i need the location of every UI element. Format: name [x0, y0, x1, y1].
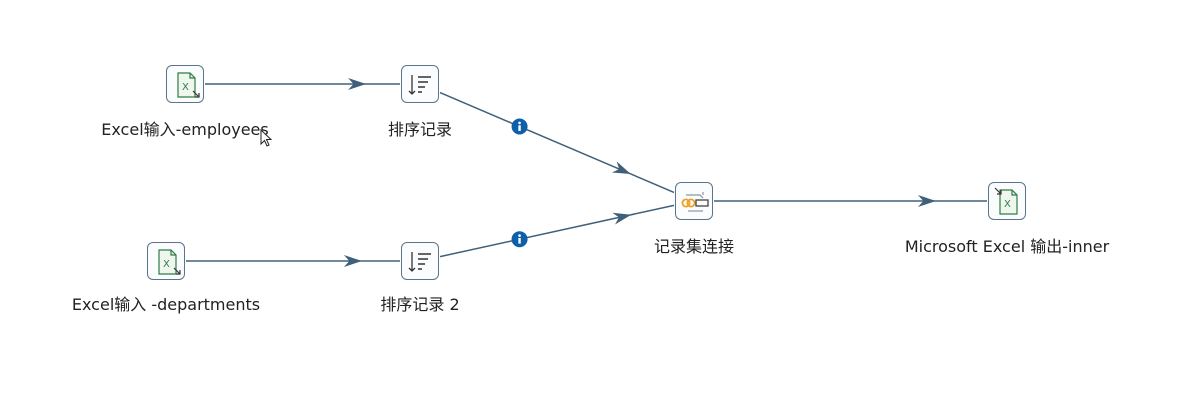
svg-text:X: X [163, 259, 170, 270]
hop-arrowhead [611, 161, 631, 175]
merge-join-glyph [681, 192, 709, 212]
excel-input-glyph: X [177, 72, 200, 98]
sort-rows-icon[interactable] [401, 65, 439, 103]
sort-rows-glyph [408, 75, 431, 95]
excel-input-icon[interactable]: X [166, 65, 204, 103]
hop-line[interactable] [439, 204, 675, 258]
step-label: 记录集连接 [653, 237, 735, 256]
hop-line[interactable] [439, 91, 675, 194]
step-label: Microsoft Excel 输出-inner [904, 237, 1110, 256]
excel-output-icon[interactable]: X [988, 182, 1026, 220]
hop-arrowhead [612, 212, 632, 225]
excel-input-icon[interactable]: X [147, 242, 185, 280]
excel-output-glyph: X [994, 187, 1018, 215]
excel-input-glyph: X [158, 249, 181, 275]
svg-text:X: X [1004, 199, 1011, 210]
step-label: Excel输入 -departments [71, 295, 261, 314]
sort-rows-glyph [408, 252, 431, 272]
step-label: Excel输入-employees [101, 120, 269, 139]
svg-text:X: X [182, 82, 189, 93]
hop-arrowhead [917, 195, 936, 207]
mouse-cursor-icon [260, 129, 273, 147]
merge-join-icon[interactable] [675, 182, 713, 220]
step-label: 排序记录 [387, 120, 453, 139]
sort-rows-icon[interactable] [401, 242, 439, 280]
hop-arrowhead [343, 255, 362, 267]
info-icon[interactable] [511, 231, 528, 248]
hop-arrowhead [348, 78, 367, 90]
step-label: 排序记录 2 [380, 295, 460, 314]
info-icon[interactable] [511, 118, 528, 135]
